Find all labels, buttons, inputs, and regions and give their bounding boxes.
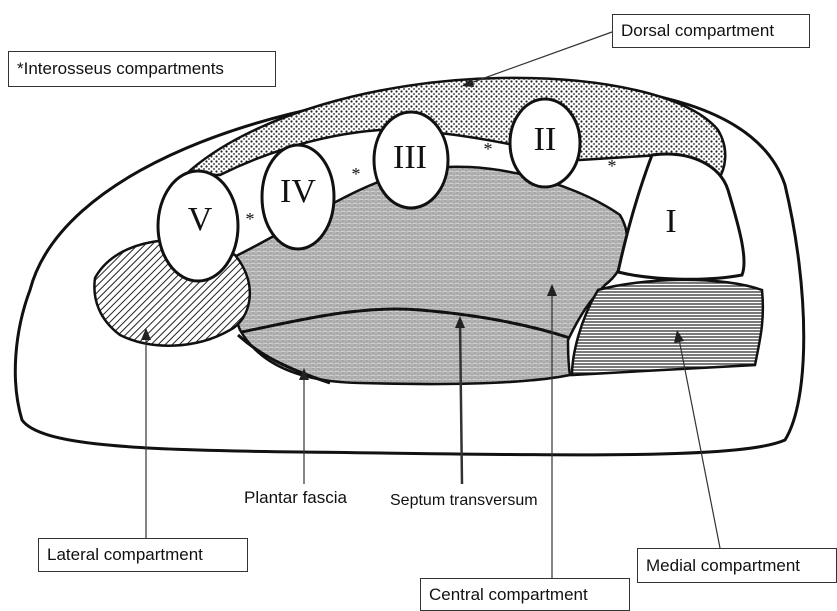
interosseus-marker: * — [352, 164, 361, 184]
septum-transversum-label: Septum transversum — [390, 492, 538, 510]
lateral-compartment-label: Lateral compartment — [38, 538, 248, 572]
bone-label-III: III — [393, 139, 427, 176]
bone-label-V: V — [188, 201, 213, 238]
interosseus-marker: * — [608, 156, 617, 176]
interosseus-marker: * — [246, 209, 255, 229]
central-compartment-label: Central compartment — [420, 578, 630, 611]
medial-compartment-label: Medial compartment — [637, 548, 837, 583]
interosseus-marker: * — [484, 139, 493, 159]
medial-compartment — [572, 280, 763, 375]
bone-label-IV: IV — [280, 173, 316, 210]
plantar-fascia-label: Plantar fascia — [244, 488, 347, 508]
bone-label-I: I — [665, 203, 676, 240]
dorsal-compartment-label: Dorsal compartment — [612, 14, 810, 48]
bone-label-II: II — [534, 121, 557, 158]
interosseus-compartments-label: *Interosseus compartments — [8, 51, 276, 87]
